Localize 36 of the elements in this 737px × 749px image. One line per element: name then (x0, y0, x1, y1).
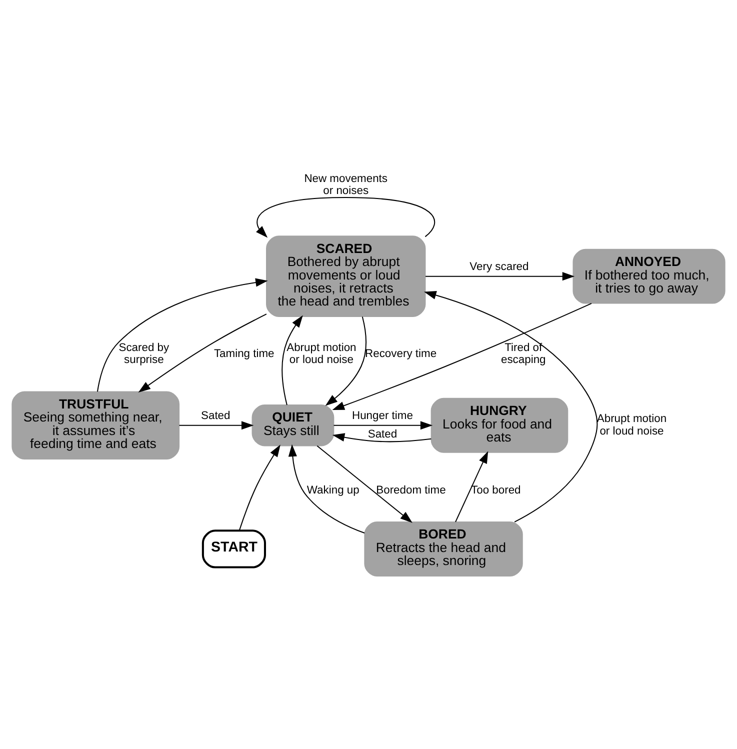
arrow (179, 421, 254, 430)
arrow (138, 314, 267, 393)
arrow (332, 433, 432, 442)
arrow (332, 302, 592, 410)
edge-label: Waking up (306, 484, 360, 496)
edge-label: Recovery time (365, 348, 437, 360)
edge-label: New movements or noises (304, 173, 388, 198)
edge-label: Abrupt motion or loud noise (596, 413, 667, 438)
node-box: SCARED Bothered by abrupt movements or loud noises, it retracts the head and trembles (266, 236, 426, 318)
node-box: QUIET Stays still (252, 404, 334, 446)
arrow (424, 291, 598, 522)
arrow (256, 196, 435, 238)
arrow (334, 421, 433, 430)
edge-label: Very scared (470, 261, 529, 274)
edge-label: Sated (201, 410, 230, 422)
node-box: START (202, 530, 266, 568)
arrow (455, 451, 488, 522)
node-box: BORED Retracts the head and sleeps, snoring (364, 522, 523, 576)
arrow (282, 315, 303, 406)
edge-label: Sated (368, 428, 398, 440)
node-box: ANNOYED If bothered too much, it tries to go away (572, 248, 726, 304)
edge-label: Tired of escaping (500, 342, 546, 366)
edge-label: Too bored (471, 484, 521, 496)
edge-label: Hunger time (352, 410, 413, 422)
node-box: HUNGRY Looks for food and eats (430, 398, 568, 453)
arrow (238, 444, 280, 531)
edge-label: Scared by surprise (118, 342, 170, 366)
arrow (96, 278, 268, 392)
edge-label: Abrupt motion or loud noise (286, 342, 356, 366)
node-box: TRUSTFUL Seeing something near, it assumes it’s feeding time and eats (12, 391, 180, 460)
arrow (288, 444, 365, 534)
edge-label: Taming time (214, 348, 274, 360)
arrow (325, 316, 367, 406)
edge-label: Boredom time (376, 484, 446, 496)
arrow (426, 272, 575, 281)
arrow (316, 446, 412, 523)
